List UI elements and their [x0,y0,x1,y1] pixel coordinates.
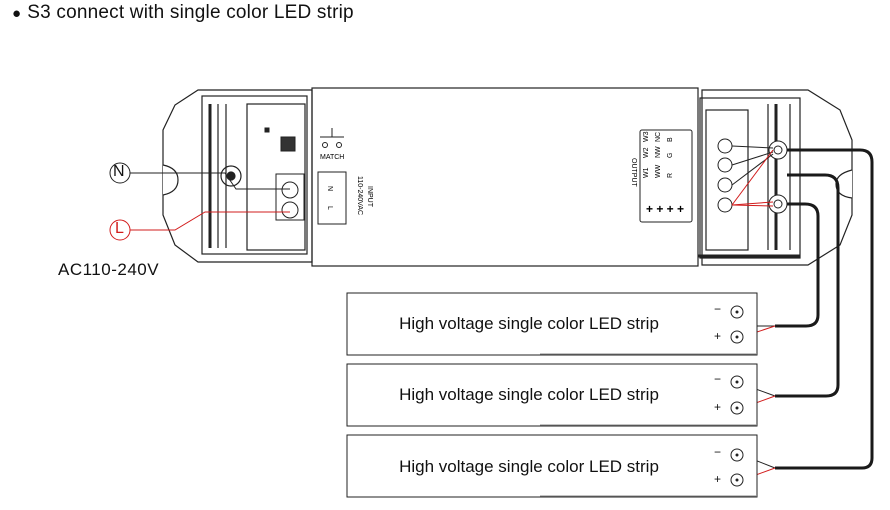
output-col-1-b: W2 [643,147,650,158]
strip-3-plus: + [714,472,722,486]
output-col-3-a: R [667,173,674,178]
input-label-group: INPUT 110-240VAC N L [317,171,373,225]
match-label: MATCH [320,154,344,161]
input-terminal-block [275,173,305,221]
output-col-3-c: B [667,137,674,142]
output-plus-signs: + + + + [646,202,684,216]
n-terminal-label: N [113,163,125,180]
output-col-2-b: NW [655,146,662,158]
output-col-3-b: G [667,153,674,158]
strip-3-label: High voltage single color LED strip [399,457,659,476]
output-col-2-a: WW [655,164,662,178]
diagram-title: ● S3 connect with single color LED strip [12,2,354,24]
output-terminals [717,138,733,213]
controller-housing [162,87,853,267]
input-label: INPUT [366,186,373,208]
supply-voltage-label: AC110-240V [58,260,160,279]
output-col-1-c: W3 [643,131,650,142]
input-n-label: N [326,186,333,191]
l-terminal-label: L [115,220,124,237]
output-label-group: OUTPUT W1 W2 W3 WW NW NC R G B + + + + [630,129,693,223]
input-voltage: 110-240VAC [356,176,363,215]
strip-1-label: High voltage single color LED strip [399,314,659,333]
strip-2-plus: + [714,400,722,414]
led-strip-2 [346,363,758,427]
match-button [264,127,344,152]
output-cables [775,148,874,470]
output-col-2-c: NC [655,132,662,142]
cable-glands [768,140,788,214]
output-col-1-a: W1 [643,167,650,178]
strip-3-minus: − [714,445,722,459]
strip-1-plus: + [714,329,722,343]
led-strip-3 [346,434,758,498]
strip-2-label: High voltage single color LED strip [399,385,659,404]
input-l-label: L [326,206,333,210]
title-text: S3 connect with single color LED strip [27,2,354,23]
output-internal-wires [731,145,774,207]
led-strip-1 [346,292,758,356]
strip-2-minus: − [714,372,722,386]
supply-wires [109,162,290,241]
strip-1-minus: − [714,302,722,316]
output-label: OUTPUT [630,158,637,188]
bullet-icon: ● [12,5,22,22]
